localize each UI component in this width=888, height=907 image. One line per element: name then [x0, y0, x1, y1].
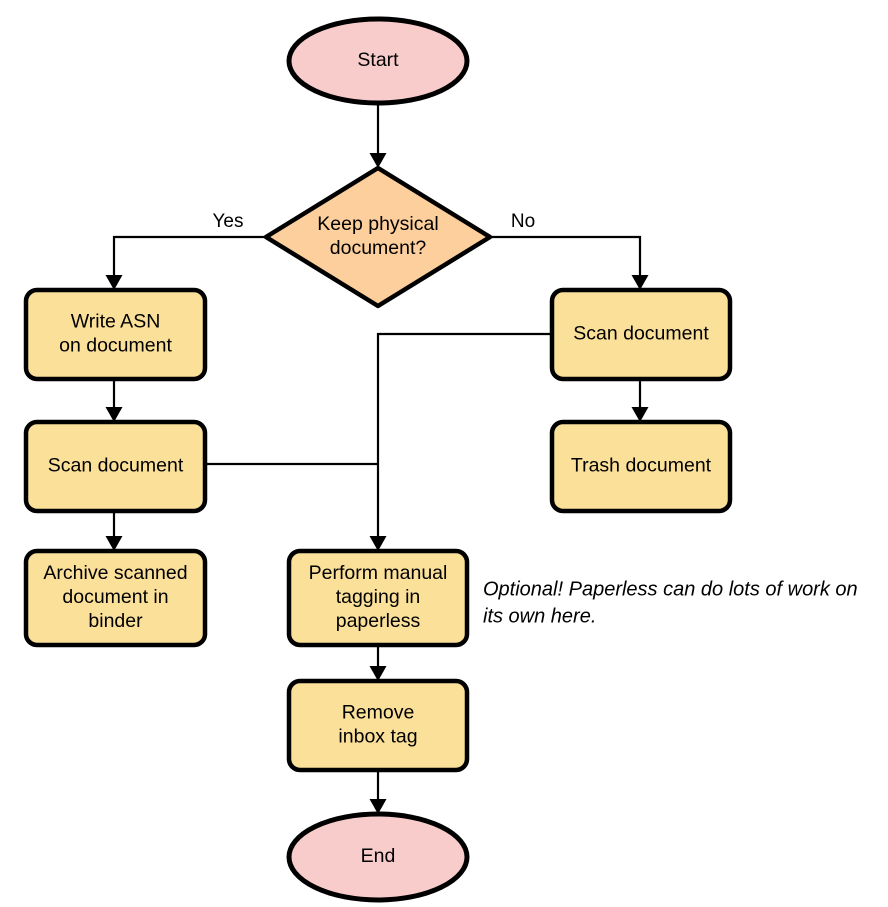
node-label: Keep physical: [317, 213, 438, 235]
annotation-line: its own here.: [483, 606, 596, 628]
terminator-shape: [286, 16, 470, 106]
process-shape: [286, 678, 470, 773]
edge-label-yes: Yes: [213, 211, 244, 232]
edge-arrowhead: [369, 536, 387, 551]
annotations-layer: Optional! Paperless can do lots of work …: [483, 579, 858, 628]
node-label: Trash document: [571, 455, 712, 477]
edge-decision-to-scan-document-right: No: [490, 211, 649, 290]
edge-label-no: No: [511, 211, 535, 232]
node-label: binder: [88, 610, 143, 632]
node-label: on document: [59, 335, 172, 357]
node-label: document?: [330, 237, 427, 259]
edge-remove-inbox-tag-to-end: [369, 770, 387, 814]
node-label: tagging in: [336, 586, 421, 608]
node-start[interactable]: Start: [286, 16, 470, 106]
edge-arrowhead: [105, 407, 123, 422]
node-scan-document-right[interactable]: Scan document: [549, 287, 733, 382]
edge-arrowhead: [369, 799, 387, 814]
node-label: inbox tag: [338, 726, 417, 748]
edge-write-asn-to-scan-document-left: [105, 379, 123, 422]
edge-line: [490, 235, 642, 285]
process-shape: [549, 287, 733, 382]
process-shape: [549, 419, 733, 514]
node-label: Start: [357, 49, 399, 71]
node-label: document in: [62, 586, 168, 608]
node-label: Scan document: [48, 455, 184, 477]
edge-arrowhead: [369, 153, 387, 168]
terminator-shape: [286, 811, 470, 903]
node-end[interactable]: End: [286, 811, 470, 903]
edge-start-to-decision: [369, 103, 387, 168]
edge-arrowhead: [631, 275, 649, 290]
edges-layer: Yes No: [105, 103, 649, 814]
annotation-line: Optional! Paperless can do lots of work …: [483, 579, 858, 601]
annotation-optional-note: Optional! Paperless can do lots of work …: [483, 579, 858, 628]
node-label: Scan document: [573, 323, 709, 345]
process-shape: [23, 287, 208, 382]
edge-tagging-to-remove-inbox-tag: [369, 645, 387, 681]
edge-scan-document-left-to-archive: [105, 511, 123, 551]
edge-arrowhead: [105, 275, 123, 290]
node-scan-document-left[interactable]: Scan document: [23, 419, 208, 514]
node-label: End: [361, 845, 396, 867]
node-label: paperless: [336, 610, 421, 632]
edge-arrowhead: [631, 407, 649, 422]
edge-scan-document-right-to-trash: [631, 379, 649, 422]
process-shape: [286, 548, 470, 648]
node-trash-document[interactable]: Trash document: [549, 419, 733, 514]
edge-arrowhead: [105, 536, 123, 551]
edge-arrowhead: [369, 666, 387, 681]
edge-line: [112, 235, 265, 285]
process-shape: [23, 548, 208, 648]
edge-line: [376, 332, 552, 546]
edge-scan-document-right-to-tagging: [369, 332, 552, 551]
node-label: Archive scanned: [43, 562, 187, 584]
node-label: Write ASN: [71, 311, 161, 333]
node-label: Perform manual: [309, 562, 448, 584]
edge-decision-to-write-asn: Yes: [105, 211, 265, 290]
process-shape: [23, 419, 208, 514]
decision-shape: [263, 165, 493, 309]
node-label: Remove: [342, 702, 415, 724]
